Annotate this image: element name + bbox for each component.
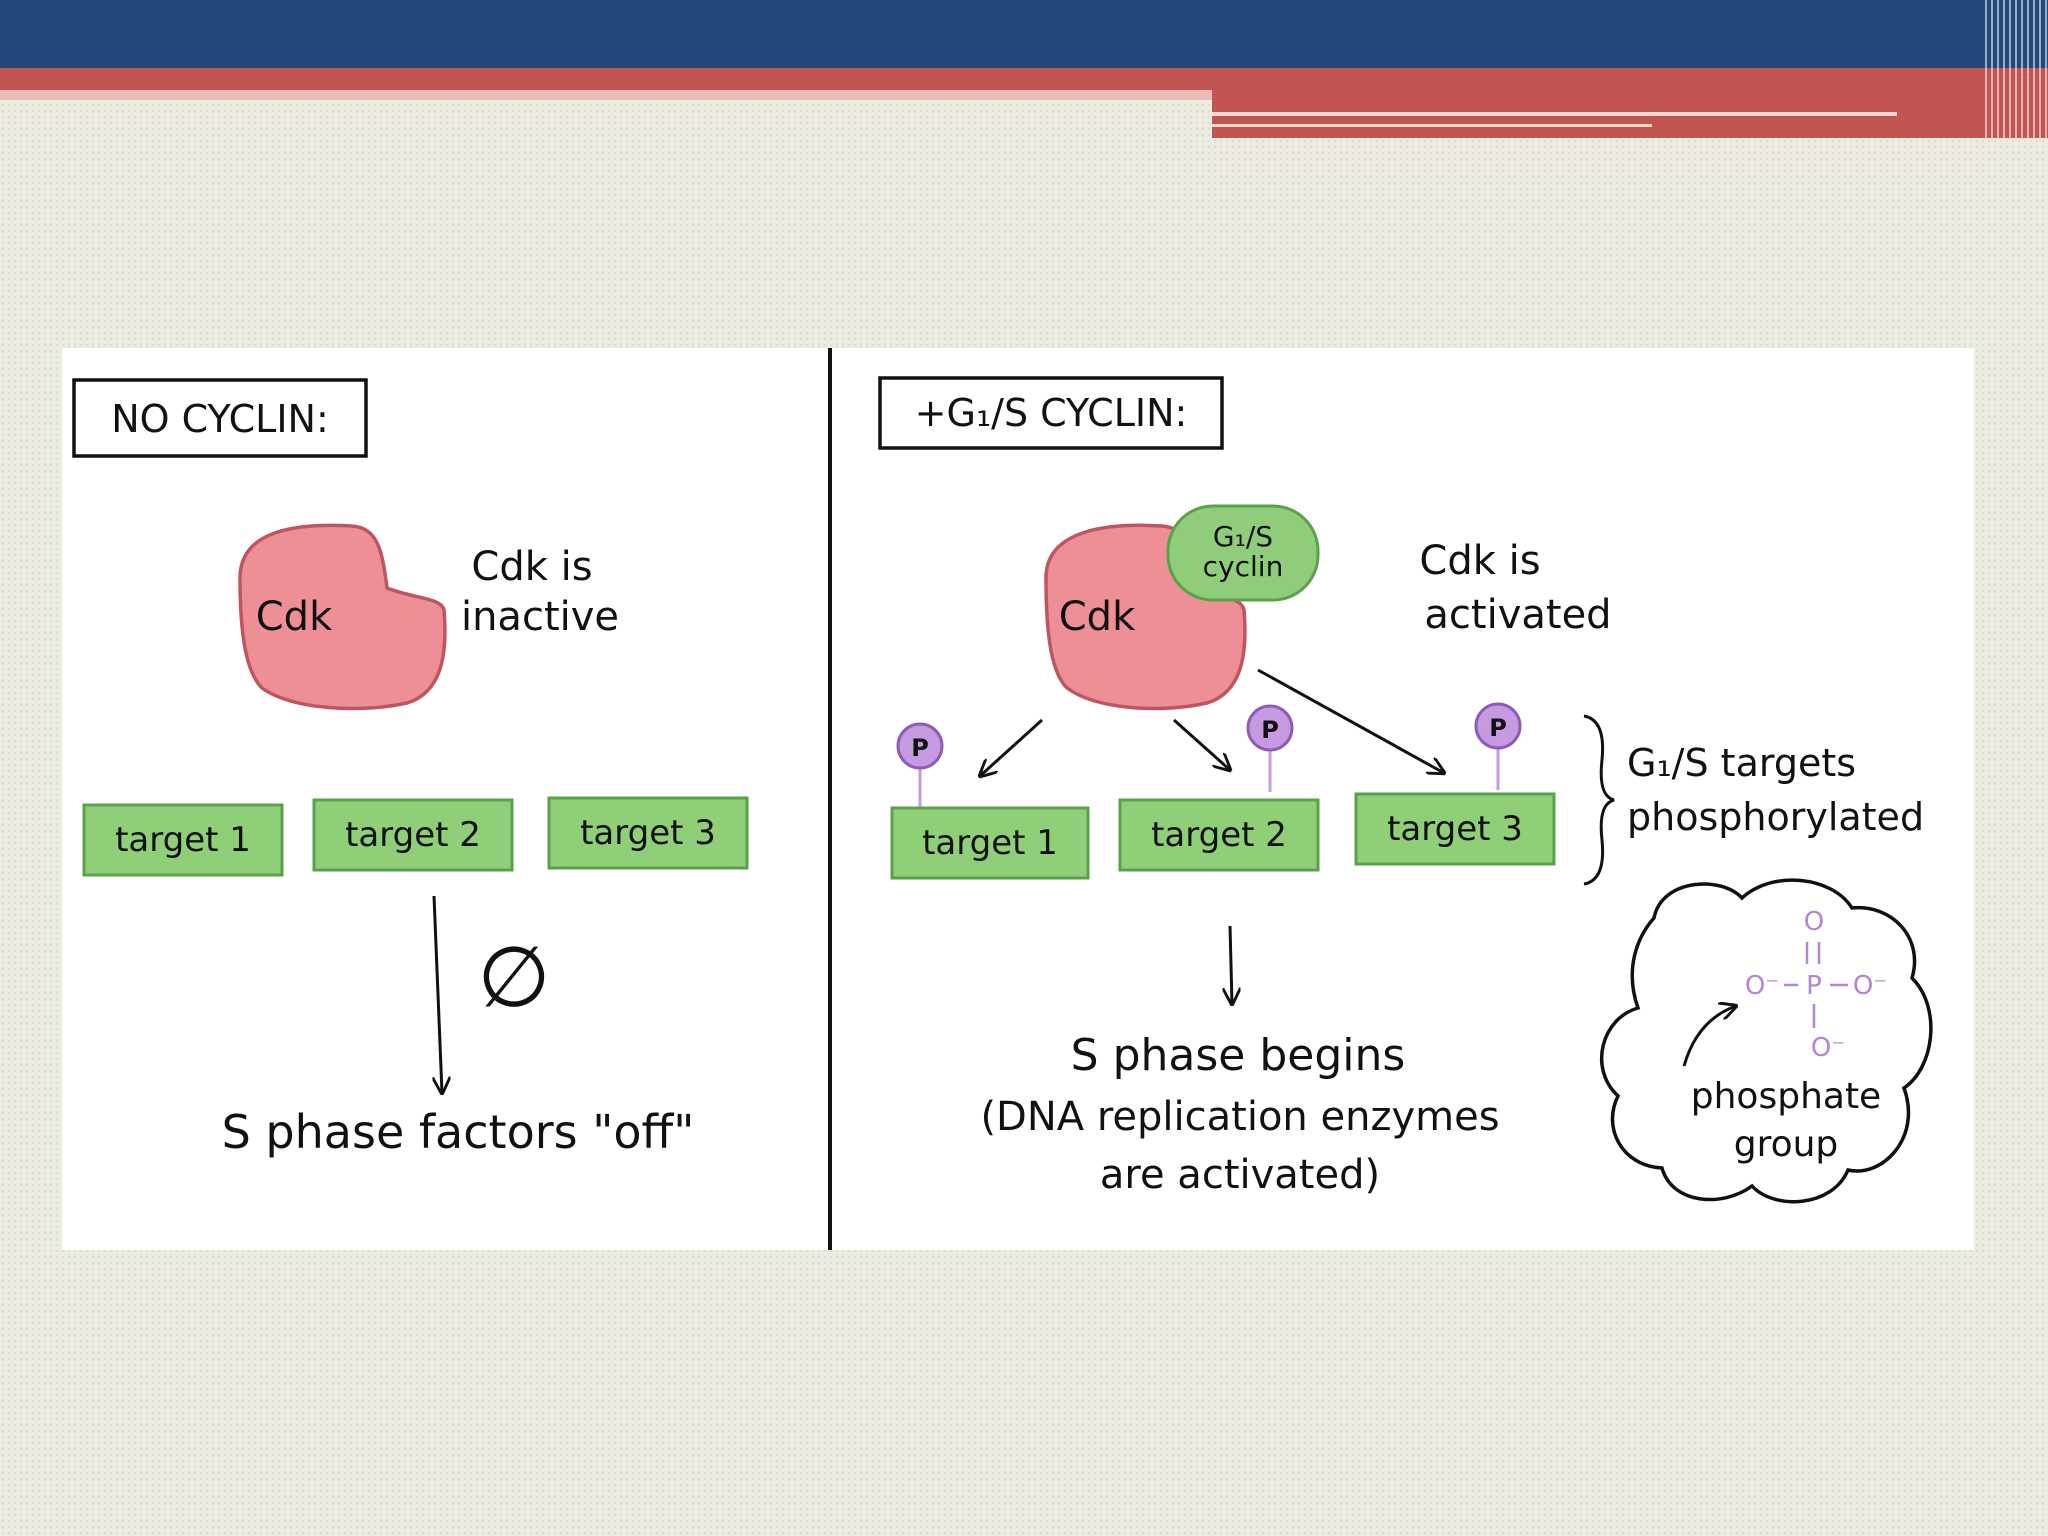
cdk-shape-inactive [238,523,447,711]
right-down-arrow [1230,925,1232,1004]
right-header: +G₁/S CYCLIN: [915,391,1188,435]
phosphate-label-line2: group [1734,1124,1839,1165]
right-target-3-box [1354,792,1556,866]
slide-accent-line [1212,112,1897,116]
slide-corner-stripes [1985,0,2048,138]
phosphate-cloud [1600,878,1933,1204]
left-down-arrow [434,895,442,1093]
right-target-1: target 1 [922,823,1058,863]
left-status-line2: inactive [461,594,619,640]
targets-brace [1583,714,1615,886]
right-target-3: target 3 [1387,809,1523,849]
left-target-2: target 2 [345,815,481,855]
phosphate-o-right: O⁻ [1853,971,1887,1001]
slide-accent-pale-band [0,90,1212,100]
right-header-box [878,376,1224,450]
left-target-3-box [547,796,749,870]
cyclin-line1: G₁/S [1213,520,1273,553]
phosphate-o-left: O⁻ [1745,971,1779,1001]
phospho-label-2: P [1261,716,1279,744]
cdk-diagram: NO CYCLIN: Cdk Cdk is inactive target 1 … [72,348,1933,1250]
brace-line1: G₁/S targets [1627,741,1856,785]
phospho-label-1: P [911,734,929,762]
left-result: S phase factors "off" [222,1105,695,1159]
right-cdk-label: Cdk [1059,594,1136,640]
cdk-cyclin-figure: NO CYCLIN: Cdk Cdk is inactive target 1 … [62,348,1974,1250]
cyclin-line2: cyclin [1203,550,1284,583]
left-header: NO CYCLIN: [111,397,329,441]
right-result-line2: (DNA replication enzymes [980,1094,1499,1140]
left-status-line1: Cdk is [471,544,592,590]
left-target-2-box [312,798,514,872]
right-target-2: target 2 [1151,815,1287,855]
arrow-to-target-1 [980,718,1044,776]
right-target-2-box [1118,798,1320,872]
phosphate-pointer-arrow [1682,1006,1736,1067]
left-target-1-box [82,803,284,877]
left-panel: NO CYCLIN: Cdk Cdk is inactive target 1 … [72,378,749,1159]
arrow-to-target-2 [1173,718,1230,770]
slide-accent-line-short [1212,124,1652,127]
right-result-line3: are activated) [1100,1152,1380,1198]
phospho-label-3: P [1489,714,1507,742]
phospho-circle-1 [896,722,944,770]
left-cdk-label: Cdk [256,594,333,640]
cdk-shape-active [1044,523,1247,711]
right-status-line2: activated [1424,592,1611,638]
phospho-circle-2 [1246,704,1294,752]
arrow-to-target-3 [1257,668,1444,773]
phosphate-o-top: O [1804,907,1824,937]
cyclin-shape [1166,504,1320,602]
right-result-line1: S phase begins [1071,1030,1406,1081]
slide-header-band [0,0,2048,68]
left-header-box [72,378,368,458]
null-symbol: ∅ [477,928,550,1026]
phospho-circle-3 [1474,702,1522,750]
slide-accent-band [0,68,2048,90]
left-target-1: target 1 [115,820,251,860]
right-target-1-box [890,806,1090,880]
brace-line2: phosphorylated [1627,795,1924,839]
phosphate-p: P [1806,971,1822,1001]
phosphate-label-line1: phosphate [1691,1076,1881,1117]
left-target-3: target 3 [580,813,716,853]
phosphate-o-bottom: O⁻ [1811,1033,1845,1063]
right-panel: +G₁/S CYCLIN: Cdk G₁/S cyclin Cdk is act… [878,376,1933,1204]
right-status-line1: Cdk is [1419,538,1540,584]
